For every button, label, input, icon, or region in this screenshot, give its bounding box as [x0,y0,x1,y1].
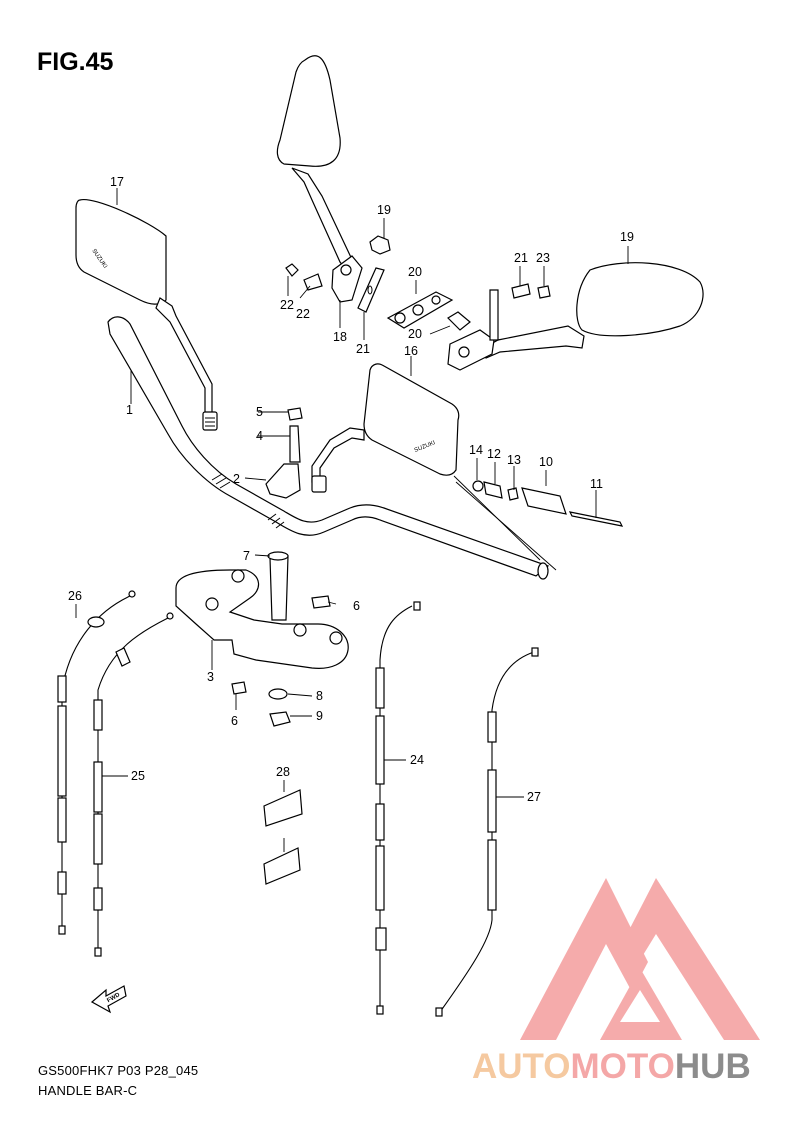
callout-4: 4 [256,429,263,443]
mirror-brackets-and-bolts [285,263,551,331]
callout-20-b: 21 [356,342,370,356]
part-16-center-mirror: SUZUKI [311,363,460,493]
model-code: GS500FHK7 P03 P28_045 [38,1063,199,1078]
part-24-throttle-cable [93,612,174,957]
callout-26: 27 [527,790,541,804]
callout-23: 24 [410,753,424,767]
watermark-logo [520,878,760,1040]
part-15-left-mirror: SUZUKI [75,199,218,431]
callout-18: 19 [620,230,634,244]
callout-22-a: 22 [280,298,294,312]
callout-14: 14 [469,443,483,457]
callout-7: 7 [243,549,250,563]
callout-5: 5 [256,405,263,419]
part-25-throttle-cable [57,590,136,935]
callout-10: 10 [539,455,553,469]
callout-27: 28 [276,765,290,779]
figure-caption: HANDLE BAR-C [38,1083,138,1098]
callout-19-a: 19 [377,203,391,217]
part-17-top-mirror [276,55,391,303]
callout-12: 12 [487,447,501,461]
figure-title: FIG.45 [37,48,114,76]
leader-lines [75,188,629,852]
part-2-upper-holder [265,407,303,499]
callout-numbers: 17 1 2 3 4 5 6 6 7 8 9 10 11 12 13 14 16… [68,175,634,804]
callout-16: 16 [404,344,418,358]
watermark-part-moto: MOTO [570,1047,675,1086]
callout-17: 18 [333,330,347,344]
callout-22-b: 23 [536,251,550,265]
callout-13: 13 [507,453,521,467]
part-23-clutch-cable [375,601,421,1015]
callout-15: 17 [110,175,124,189]
part-27-label [263,789,303,827]
part-18-right-mirror [447,262,704,371]
callout-11: 11 [590,477,603,491]
callout-6-a: 6 [353,599,360,613]
callout-25: 26 [68,589,82,603]
callout-19-b: 20 [408,327,422,341]
watermark-text: AUTOMOTOHUB [472,1047,751,1087]
part-26-cable [435,647,539,1017]
part-3-lower-holder [175,551,349,727]
part-28-label [263,847,301,885]
callout-9: 9 [316,709,323,723]
callout-21-a: 21 [514,251,528,265]
callout-21-b: 22 [296,307,310,321]
fwd-arrow-icon: FWD [90,985,127,1014]
callout-1: 1 [126,403,133,417]
callout-24: 25 [131,769,145,783]
callout-6-b: 6 [231,714,238,728]
watermark-part-auto: AUTO [472,1047,571,1086]
bar-end-weight-assembly [455,480,624,571]
callout-3: 3 [207,670,214,684]
watermark-part-hub: HUB [674,1047,751,1086]
callout-20-a: 20 [408,265,422,279]
callout-8: 8 [316,689,323,703]
callout-2: 2 [233,472,240,486]
